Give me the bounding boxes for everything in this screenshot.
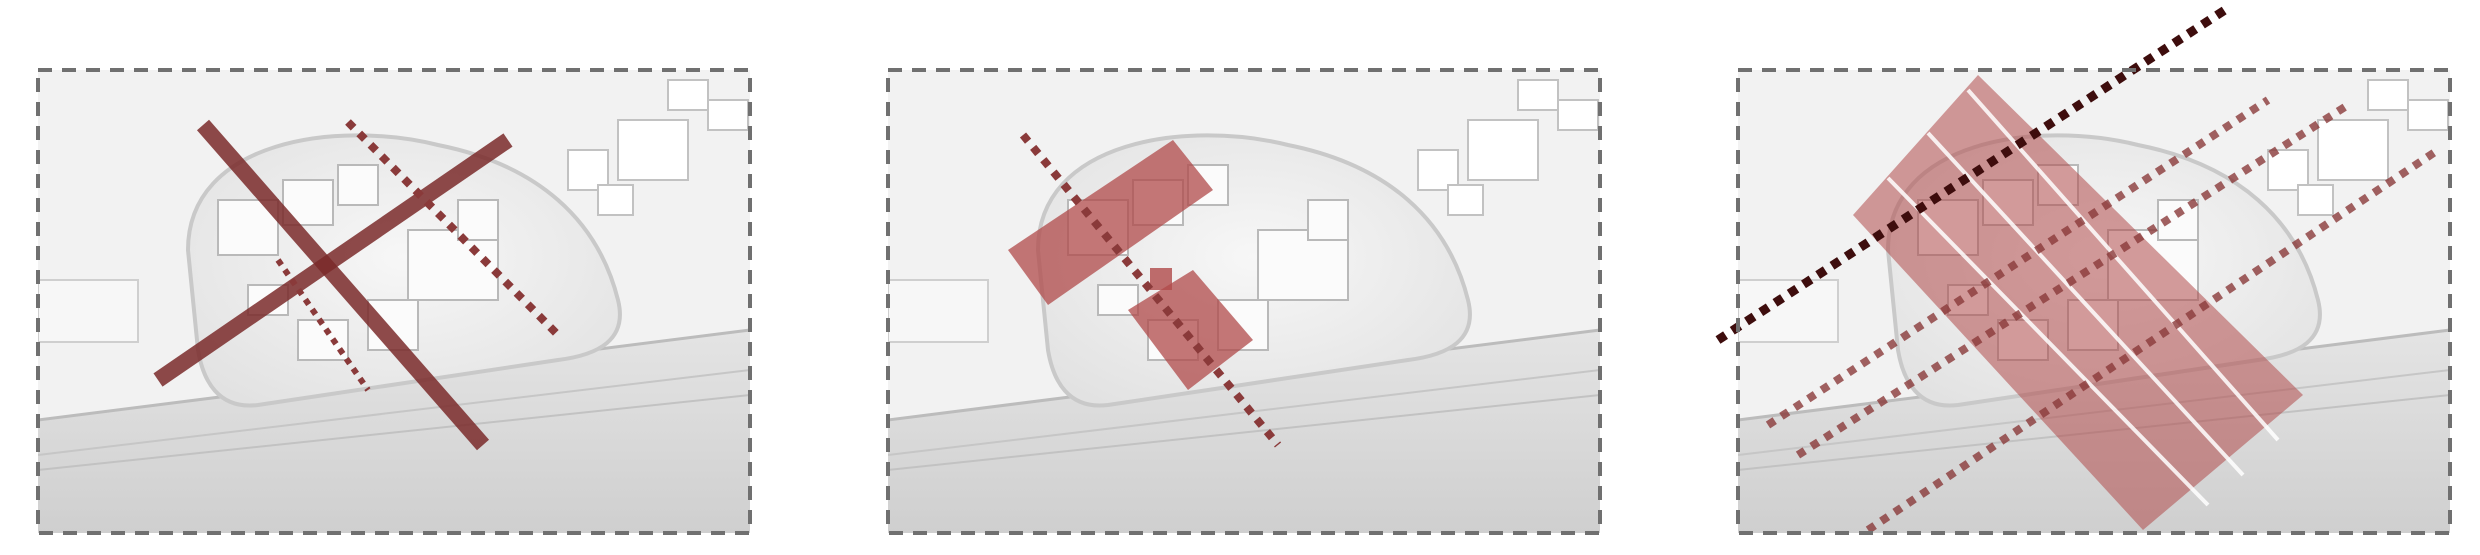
panel-frame (36, 68, 752, 535)
overlay-highlighted-blocks (1008, 132, 1282, 448)
panel-masses (886, 68, 1602, 535)
overlay-crossing-axes (153, 119, 561, 451)
site-model (888, 70, 1600, 533)
site-model (38, 70, 750, 533)
overlay-rotated-field (1715, 4, 2441, 534)
panel-frame (1736, 68, 2452, 535)
panel-axes (36, 68, 752, 535)
panel-frame (886, 68, 1602, 535)
panel-grid (1715, 4, 2452, 535)
